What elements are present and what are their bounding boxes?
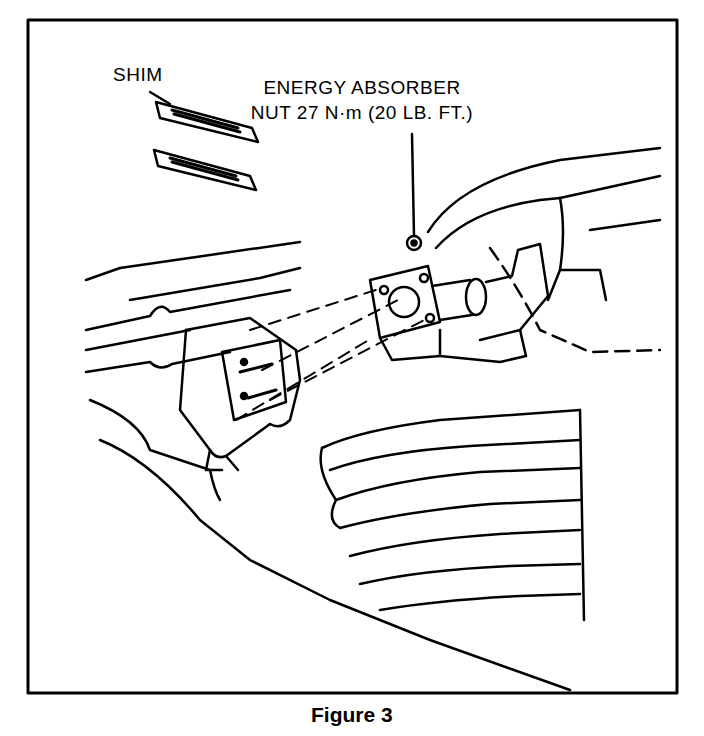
shim-pair <box>154 102 258 190</box>
rear-fascia <box>321 410 584 620</box>
energy-absorber <box>370 244 548 362</box>
alignment-lines <box>236 288 428 420</box>
vehicle-body <box>428 148 660 352</box>
bracket <box>180 318 300 470</box>
torque-spec-label: ENERGY ABSORBER NUT 27 N·m (20 LB. FT.) <box>246 75 478 125</box>
part-label: SHIM <box>111 62 165 87</box>
nut-leader <box>412 134 414 236</box>
figure-caption: Figure 3 <box>311 703 393 727</box>
figure-frame <box>28 20 677 693</box>
energy-absorber-nut <box>407 236 421 250</box>
shim-leader <box>150 92 170 104</box>
bumper-beam <box>86 242 570 690</box>
